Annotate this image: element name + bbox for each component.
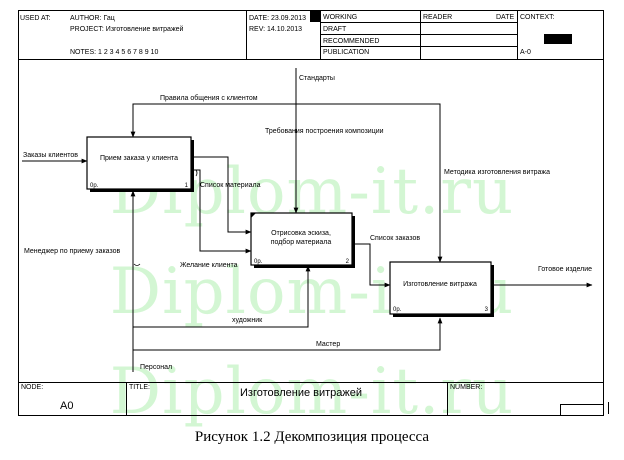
header-row-line-2 [320, 34, 517, 35]
working-status-block [310, 11, 320, 22]
context-node-id: A-0 [520, 49, 531, 56]
status-working: WORKING [323, 14, 358, 21]
box-2-corner [251, 213, 256, 218]
reader-date-label: DATE [496, 14, 515, 21]
used-at-label: USED AT: [20, 15, 51, 22]
footer-col-divider-2 [447, 382, 448, 416]
arrow-materials-list [192, 156, 252, 235]
arrow-order-list [352, 243, 391, 288]
arrow-master [133, 317, 443, 351]
activity-box-1[interactable]: Прием заказа у клиента 0р. 1 [86, 136, 194, 192]
box-2-cost: 0р. [254, 259, 263, 265]
header-row-line-3 [320, 46, 517, 47]
diagram-title: Изготовление витражей [240, 387, 363, 399]
author-label: AUTHOR: Гац [70, 15, 115, 22]
label-client-rules: Правила общения с клиентом [160, 94, 258, 102]
label-method: Методика изготовления витража [444, 169, 550, 176]
box-2-title-line1: Отрисовка эскиза, [271, 230, 331, 237]
notes-label: NOTES: 1 2 3 4 5 6 7 8 9 10 [70, 49, 159, 56]
figure-caption: Рисунок 1.2 Декомпозиция процесса [194, 429, 430, 445]
project-label: PROJECT: Изготовление витражей [70, 26, 184, 33]
arrow-artist [133, 265, 311, 328]
box-2-number: 2 [346, 259, 350, 265]
label-order-list: Список заказов [370, 235, 420, 242]
context-label: CONTEXT: [520, 14, 555, 21]
header-row-line-1 [320, 22, 517, 23]
node-label: NODE: [21, 384, 44, 391]
box-3-title: Изготовление витража [403, 281, 477, 288]
footer-page-box [560, 404, 604, 416]
label-client-wish: Желание клиента [180, 262, 238, 269]
box-2-title-line2: подбор материала [271, 238, 332, 246]
box-1-number: 1 [185, 183, 189, 189]
box-3-body [389, 261, 492, 315]
label-staff: Персонал [140, 364, 172, 371]
label-manager: Менеджер по приему заказов [24, 248, 121, 255]
box-1-title: Прием заказа у клиента [100, 155, 178, 162]
label-composition: Требования построения композиции [265, 127, 384, 135]
label-artist: художник [232, 317, 263, 324]
tunnel-mark-wish [195, 169, 198, 177]
date-label: DATE: 23.09.2013 [249, 15, 307, 22]
header-col-divider-1 [246, 10, 247, 59]
rev-label: REV: 14.10.2013 [249, 26, 303, 33]
label-finished-product: Готовое изделие [538, 266, 592, 273]
reader-label: READER [423, 14, 453, 21]
box-3-cost: 0р. [393, 307, 402, 313]
title-label: TITLE: [129, 384, 151, 391]
box-2-body [250, 212, 353, 266]
label-master: Мастер [316, 341, 340, 348]
activity-box-2[interactable]: Отрисовка эскиза, подбор материала 0р. 2 [250, 212, 355, 268]
header-col-divider-4 [517, 10, 518, 59]
arrow-method [296, 103, 443, 263]
label-client-orders: Заказы клиентов [23, 152, 78, 159]
idef0-frame [18, 10, 604, 416]
node-value: A0 [60, 400, 74, 412]
box-1-cost: 0р. [90, 183, 99, 189]
arrow-client-rules [130, 103, 296, 138]
activity-box-3[interactable]: Изготовление витража 0р. 3 [389, 261, 494, 317]
number-label: NUMBER: [450, 384, 483, 391]
label-standards: Стандарты [299, 75, 335, 82]
box-3-number: 3 [485, 307, 489, 313]
cursor-bar [608, 402, 609, 414]
tunnel-mark-manager [133, 263, 141, 266]
status-recommended: RECOMMENDED [323, 38, 380, 45]
status-publication: PUBLICATION [323, 49, 370, 56]
status-draft: DRAFT [323, 26, 347, 33]
header-divider [18, 59, 604, 60]
footer-col-divider-1 [126, 382, 127, 416]
footer-divider [18, 382, 604, 383]
label-materials-list: Список материала [200, 182, 261, 189]
context-thumbnail [544, 34, 572, 44]
box-1-body [86, 136, 192, 190]
